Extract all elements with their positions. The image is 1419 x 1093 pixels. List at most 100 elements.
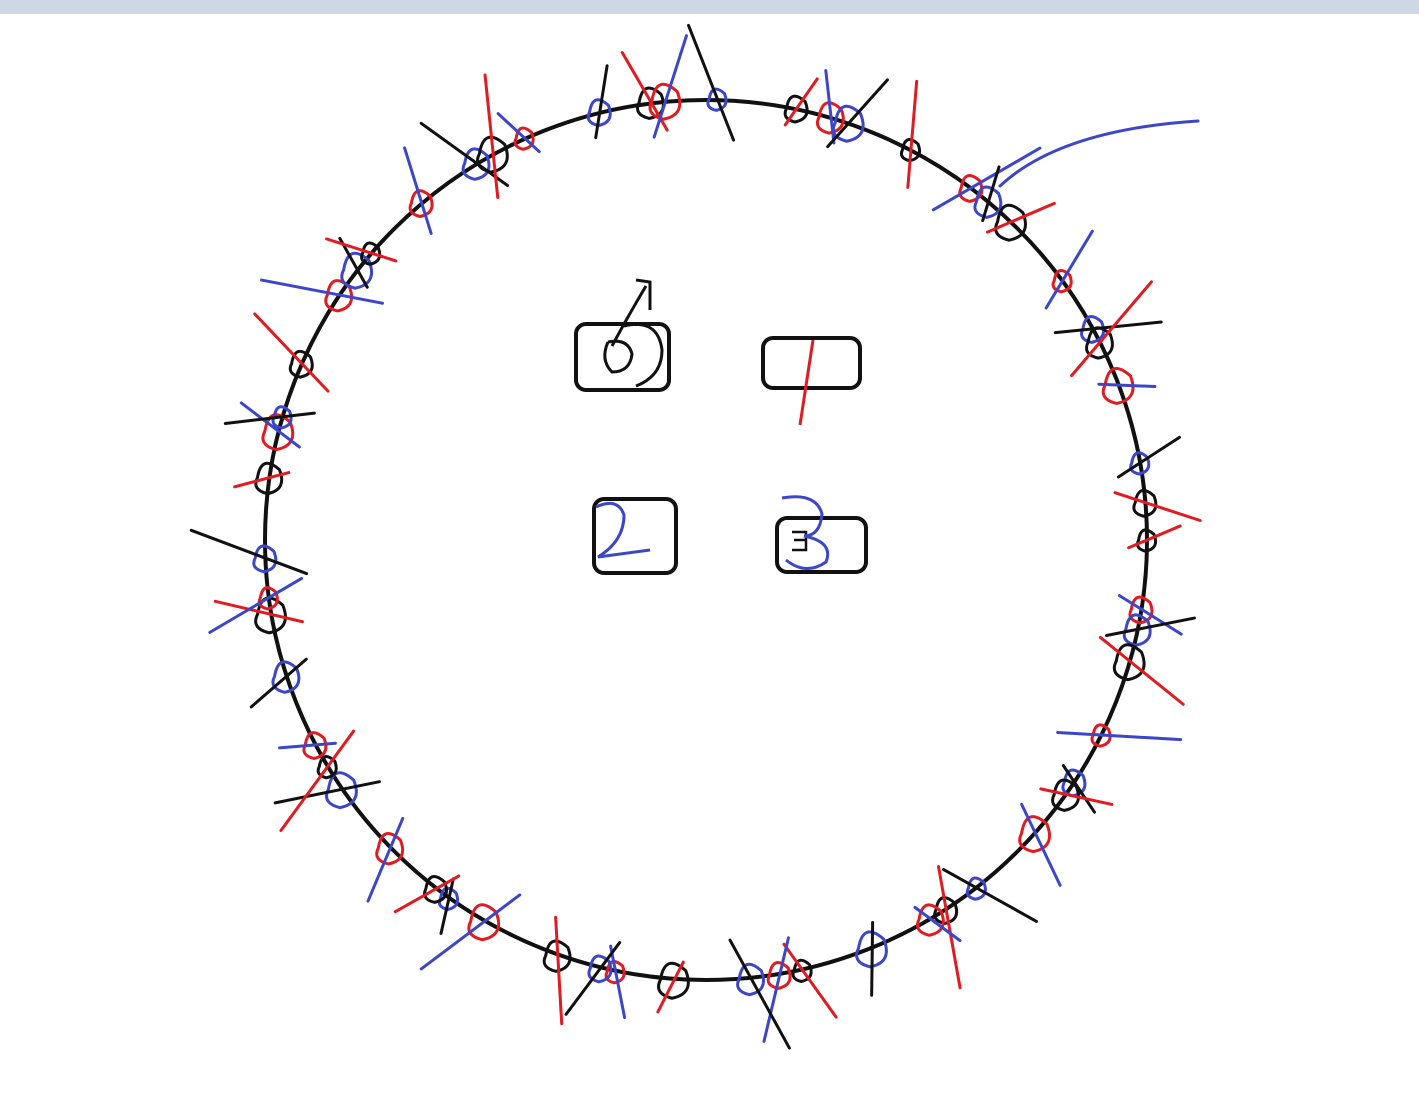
scribble-tick [656,960,685,1014]
scribble-tick [393,874,461,914]
scribble-tick [239,401,301,449]
scribble-tick [931,146,1042,212]
scribble-loop [254,461,284,496]
sketch-svg [189,23,1202,1050]
scribble-tick [1098,635,1185,706]
scribble-loop [815,101,845,135]
scribble-tick [1020,802,1062,887]
scribble-tick [981,165,1001,223]
scribble-loop [958,174,984,203]
scribble-tick [942,868,1039,923]
scribble-tick [1104,616,1196,638]
scribble-tick [419,121,510,188]
scribble-tick [419,893,522,971]
scribble-loop [325,771,358,810]
scribble-loop [1018,815,1051,854]
scribble-tick [687,23,736,142]
scribble-loop [288,349,314,379]
scribble-loop [1080,315,1106,344]
scribble-loop [316,755,338,780]
scribble-tick [985,201,1056,234]
scribble-loop [423,875,448,904]
scribble-loop [1122,613,1152,647]
scribble-tick [1070,280,1153,378]
scribble-tick [249,657,308,709]
scribble-loop [648,82,682,121]
scribble-tick [1113,491,1202,522]
scribble-loop [1051,269,1073,294]
scribble-loop [542,939,572,973]
scribble-tick [223,411,316,426]
scribble-tick [870,920,875,997]
box-top-right [761,336,862,426]
scribble-tick [652,34,688,139]
scribble-tick [1056,730,1183,742]
scribble-tick [208,576,304,634]
scribble-tick [906,79,919,189]
box-top-left [574,278,671,392]
scribble-tick [728,938,791,1050]
scribble-loop [360,241,382,266]
scribble-tick [1127,524,1182,550]
box-bottom-left [592,497,678,575]
scribble-loop [994,203,1027,242]
box-bottom-right [775,495,868,574]
scribble-tick [762,936,790,1043]
drawing-canvas[interactable] [0,14,1419,1093]
scribble-loop [587,954,613,984]
scribble-loop [766,961,792,990]
scribble-tick [366,816,405,903]
scribble-loop [1090,723,1112,748]
scribble-loop [1051,778,1080,812]
scribble-tick [783,77,819,127]
scribble-loop [1135,528,1158,553]
scribble-loop [783,94,809,124]
scribble-loop [476,135,509,174]
scribble-tick [189,528,309,576]
scribble-loop [855,930,888,969]
scribble-tick [439,877,455,935]
scribble-tick [260,278,385,305]
scribble-loop [933,896,959,925]
scribble-loop [1132,488,1158,518]
scribble-loop [1085,326,1114,360]
scribble-tick [273,780,381,805]
scribble-tick [782,942,838,1019]
scribble-tick [1061,764,1096,814]
scribble-loop [324,279,354,313]
scribble-loop [973,185,1003,219]
scribble-loop [302,731,328,761]
scribble-tick [253,312,330,393]
scribble-tick [233,471,291,489]
scribble-loop [899,137,922,163]
scribble-tick [1053,320,1163,335]
scribble-tick [913,905,962,943]
scribble-tick [594,64,609,140]
scribble-tick [554,915,564,1026]
scribble-arc [998,119,1200,188]
scribble-tick [1117,594,1183,636]
scribble-tick [483,73,500,199]
scribble-tick [609,944,627,1020]
scribble-tick [213,599,304,624]
scribble-loop [257,586,279,611]
scribble-loop [791,958,813,984]
scribble-loop [1061,768,1087,798]
scribble-loop [252,544,278,574]
scribble-tick [936,865,962,990]
scribble-tick [403,146,433,235]
scribble-loop [271,405,293,430]
scribble-loop [340,251,374,290]
scribble-tick [564,941,622,1016]
scribble-tick [325,237,398,263]
scribble-tick [1116,435,1181,479]
scribble-loop [1101,367,1135,406]
scribble-tick [826,78,889,149]
scribble-tick [338,236,369,289]
scribble-loop [736,962,765,997]
scribble-loop [375,832,405,866]
scribble-tick [278,741,337,750]
window-top-bar [0,0,1419,14]
scribble-loop [586,98,612,128]
scribble-tick [1039,787,1114,806]
